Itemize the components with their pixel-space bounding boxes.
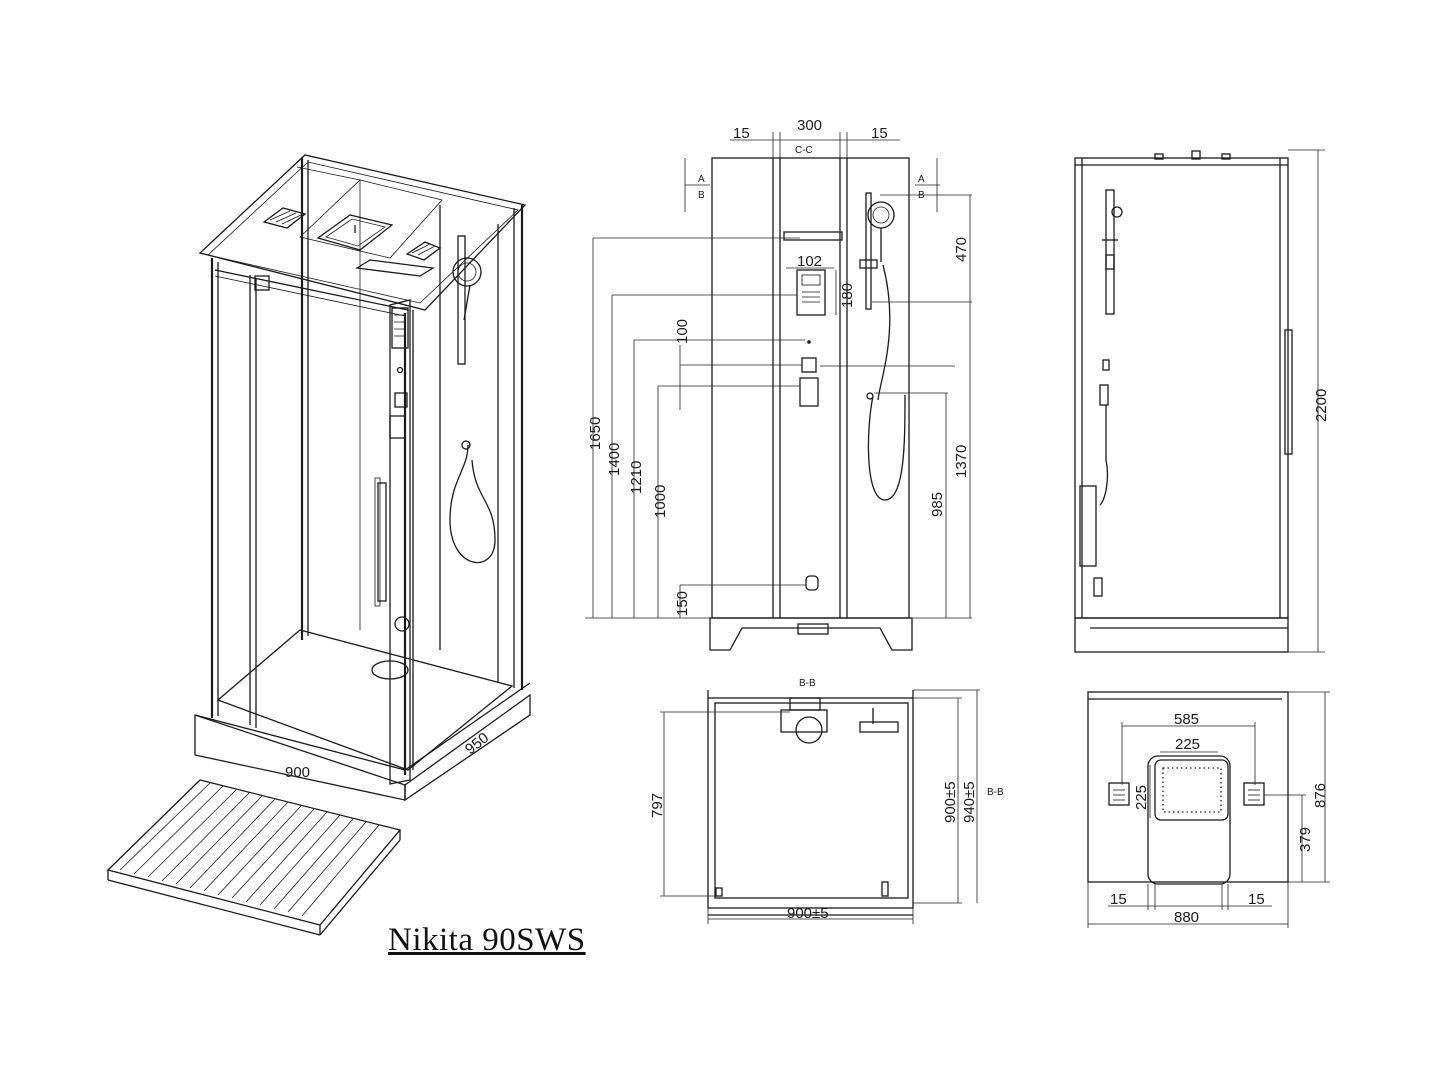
dim-2200: 2200 bbox=[1313, 389, 1330, 422]
dim-150: 150 bbox=[674, 591, 691, 616]
dim-900pm5-horizontal: 900±5 bbox=[787, 905, 829, 922]
dim-1650: 1650 bbox=[587, 417, 604, 450]
dim-900pm5-vertical: 900±5 bbox=[942, 781, 959, 823]
vent-icon bbox=[405, 241, 442, 261]
dim-100: 100 bbox=[674, 319, 691, 344]
hand-shower-icon bbox=[859, 192, 906, 501]
dim-379: 379 bbox=[1297, 827, 1314, 852]
front-dim-15-left: 15 bbox=[733, 125, 750, 142]
dim-1400: 1400 bbox=[606, 443, 623, 476]
dim-985: 985 bbox=[929, 492, 946, 517]
dim-585: 585 bbox=[1174, 711, 1199, 728]
duckboard bbox=[106, 779, 402, 936]
plan-view-bb: B-B 797 900±5 940±5 B-B 900±5 bbox=[649, 678, 1004, 924]
dim-1370: 1370 bbox=[953, 445, 970, 478]
section-a-label: A bbox=[698, 174, 705, 185]
dim-797: 797 bbox=[649, 793, 666, 818]
plan-view-ceiling: 585 225 225 876 379 15 15 880 bbox=[1087, 691, 1330, 928]
front-dim-300: 300 bbox=[797, 117, 822, 134]
plan-section-label: B-B bbox=[799, 678, 816, 689]
dim-1210: 1210 bbox=[628, 461, 645, 494]
rain-shower-head-icon bbox=[1147, 755, 1231, 885]
side-view: 2200 bbox=[1074, 149, 1330, 653]
hand-shower-icon bbox=[449, 235, 496, 564]
front-view: 15 300 15 C-C A B A B 102 180 1650 1400 … bbox=[585, 117, 972, 651]
iso-width-label: 900 bbox=[285, 764, 310, 781]
iso-depth-label: 950 bbox=[462, 729, 492, 758]
vent-icon bbox=[1108, 782, 1130, 806]
section-b-label: B bbox=[698, 190, 705, 201]
vent-icon bbox=[1243, 782, 1265, 806]
vent-icon bbox=[262, 207, 307, 229]
dim-876: 876 bbox=[1312, 783, 1329, 808]
dim-470: 470 bbox=[953, 237, 970, 262]
front-dim-15-right: 15 bbox=[871, 125, 888, 142]
panel-height-dim: 180 bbox=[839, 283, 856, 308]
plan-side-section-label: B-B bbox=[987, 787, 1004, 798]
dim-1000: 1000 bbox=[652, 485, 669, 518]
dim-225-height: 225 bbox=[1133, 785, 1150, 810]
dim-940pm5: 940±5 bbox=[961, 781, 978, 823]
dim-880: 880 bbox=[1174, 909, 1199, 926]
section-a-label-right: A bbox=[918, 174, 925, 185]
section-cc-label: C-C bbox=[795, 145, 813, 156]
product-title: Nikita 90SWS bbox=[388, 922, 586, 958]
control-panel-icon bbox=[394, 314, 406, 337]
panel-width-dim: 102 bbox=[797, 253, 822, 270]
dim-15-right: 15 bbox=[1248, 891, 1265, 908]
isometric-view: 900 950 bbox=[106, 154, 531, 936]
dim-15-left: 15 bbox=[1110, 891, 1127, 908]
dim-225-width: 225 bbox=[1175, 736, 1200, 753]
control-panel-icon bbox=[796, 269, 826, 316]
section-b-label-right: B bbox=[918, 190, 925, 201]
